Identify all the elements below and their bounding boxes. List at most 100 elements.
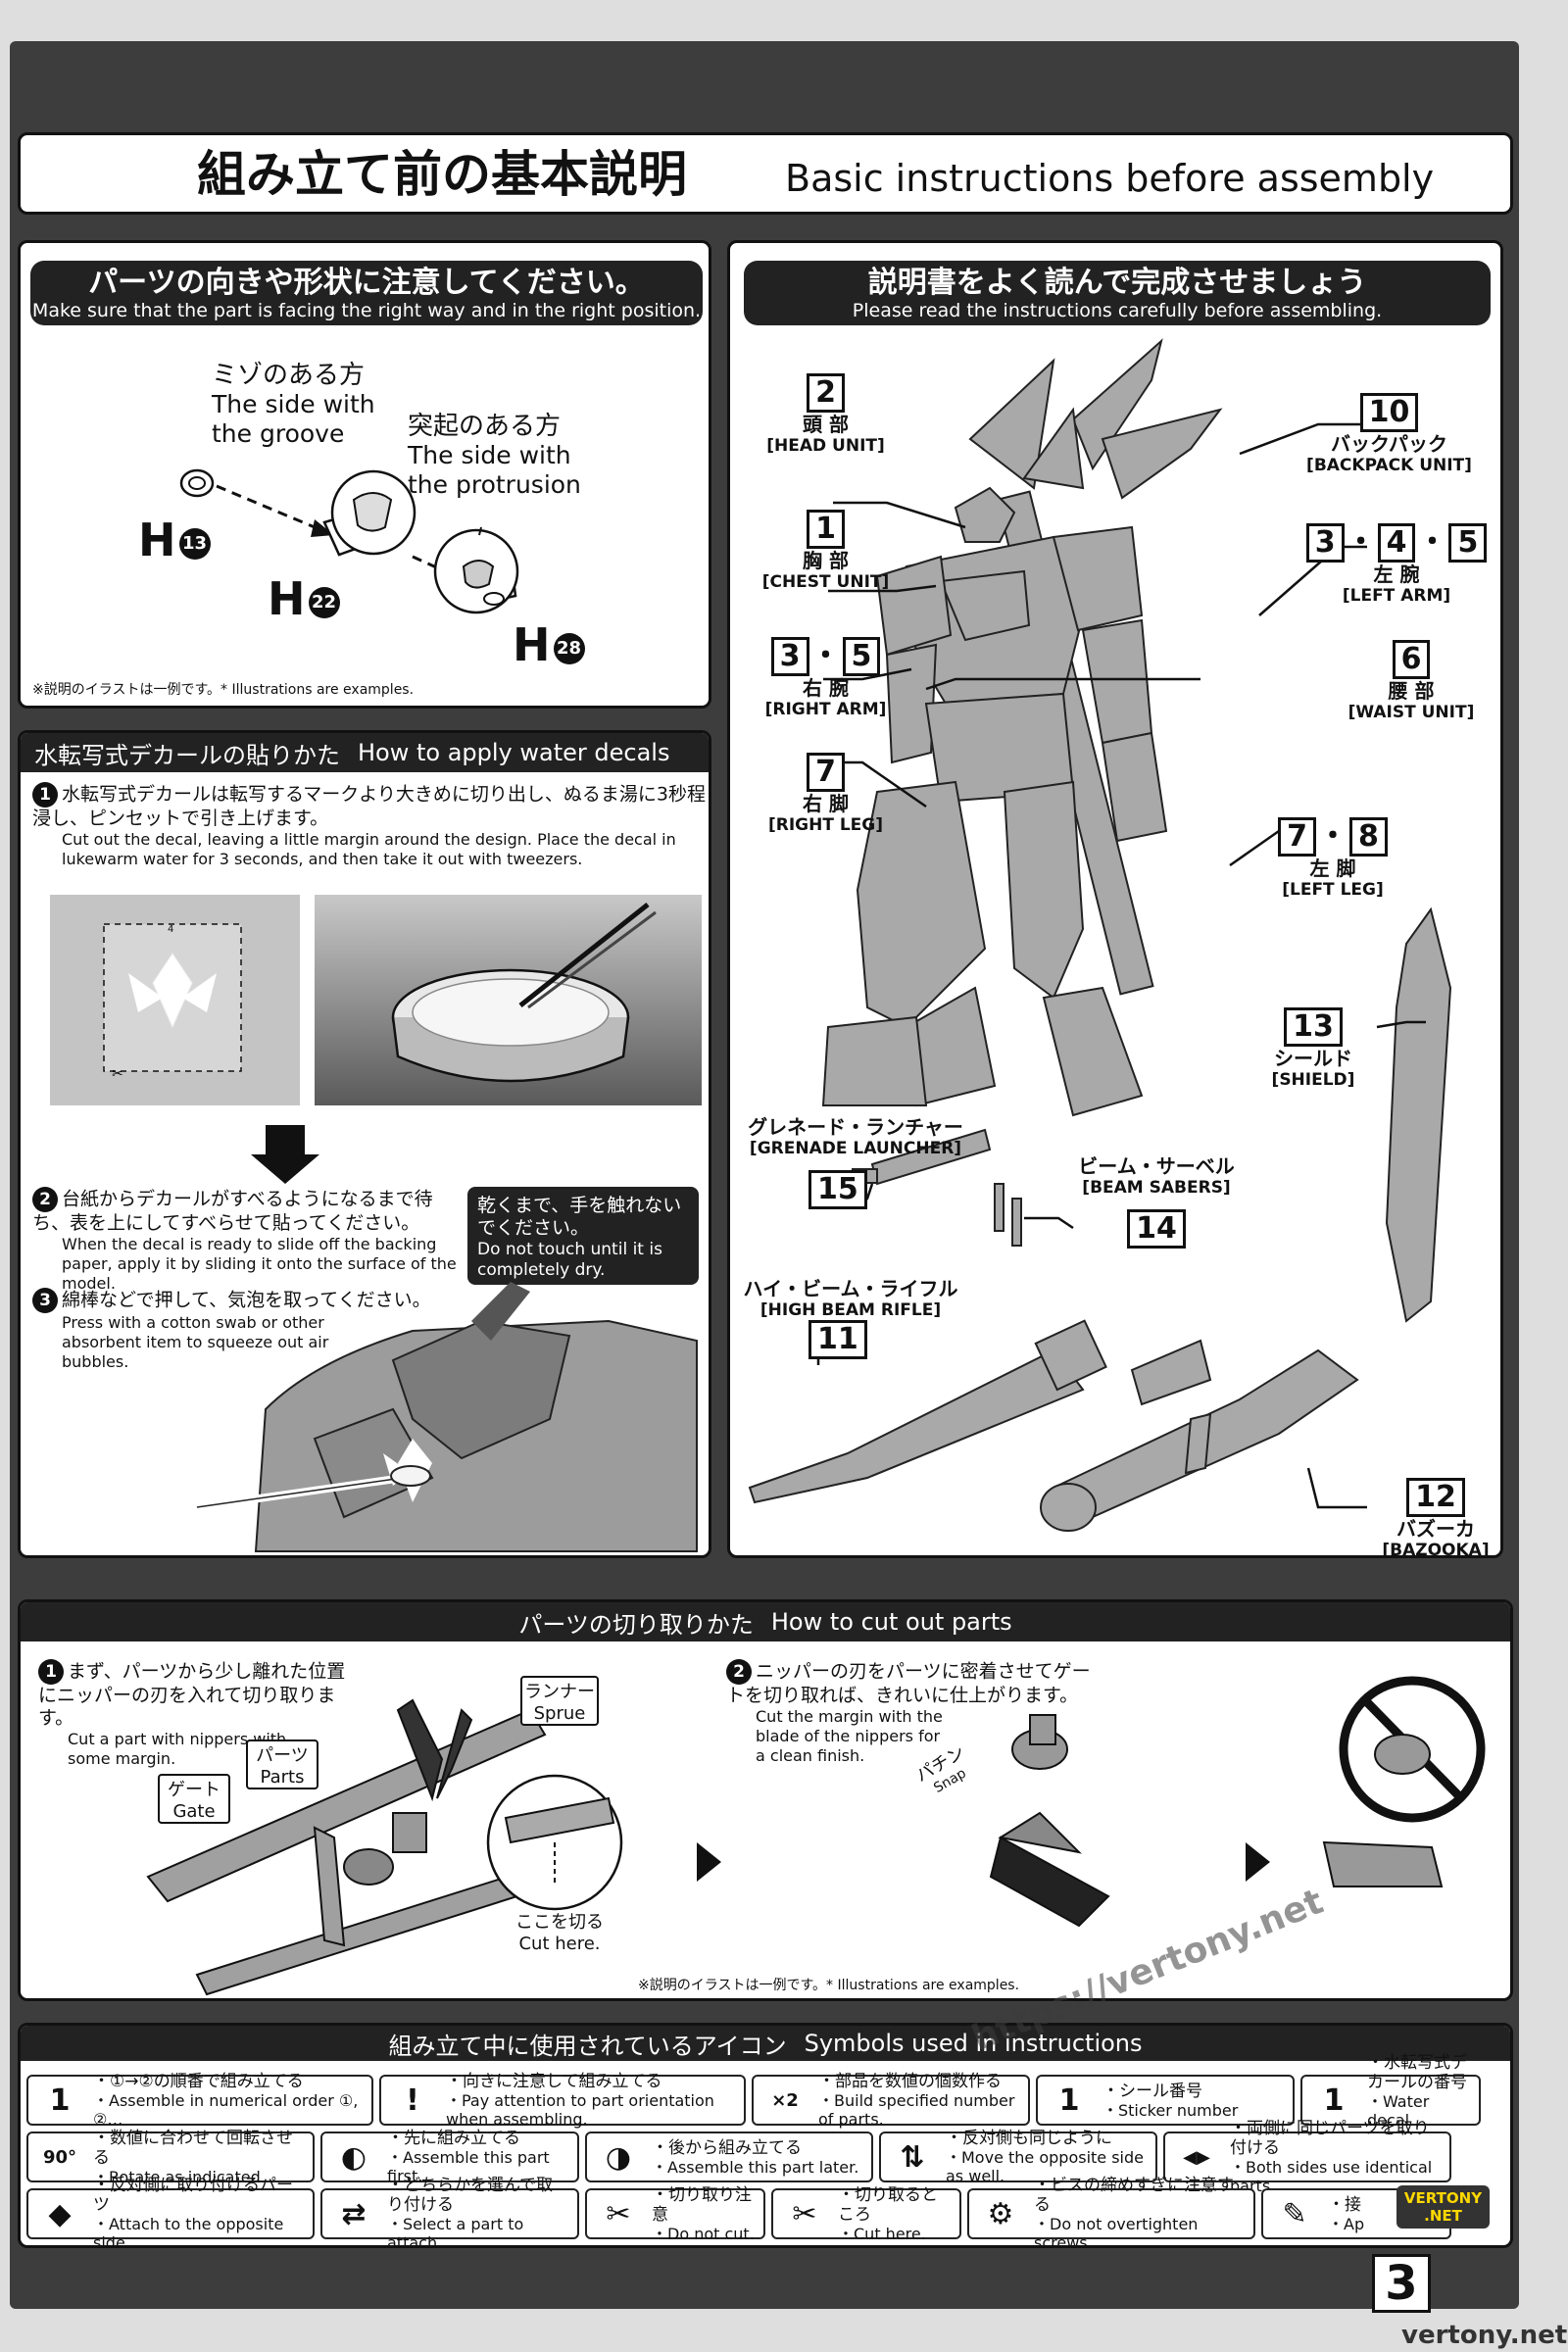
label-waist: 6 腰 部 [WAIST UNIT]	[1328, 640, 1494, 722]
label-right-leg-jp: 右 脚	[803, 792, 849, 815]
symbol-label-en: ・Rotate as indicated.	[93, 2167, 266, 2186]
quantity-icon: ×2	[771, 2089, 799, 2111]
rotate-icon: 90°	[42, 2146, 77, 2168]
opposite-side-icon: ⇅	[900, 2139, 925, 2175]
title-jp: 組み立て前の基本説明	[197, 146, 687, 203]
label-beam-sabers-num: 14	[1127, 1209, 1186, 1249]
watermark-badge: VERTONY .NET	[1396, 2185, 1490, 2229]
protrusion-label-jp: 突起のある方	[408, 412, 562, 441]
symbol-label-en: ・Move the opposite side as well.	[946, 2148, 1144, 2185]
label-high-beam-rifle: ハイ・ビーム・ライフル [HIGH BEAM RIFLE] 11	[738, 1277, 963, 1359]
label-left-leg-num2: 8	[1349, 817, 1388, 857]
label-left-arm-jp: 左 腕	[1373, 563, 1420, 586]
gate-label-en: Gate	[172, 1801, 216, 1822]
model-illustration	[748, 338, 1452, 1532]
cutting-header: パーツの切り取りかた How to cut out parts	[21, 1602, 1510, 1642]
runner-label: ランナー Sprue	[520, 1676, 599, 1726]
label-grenade-launcher-num: 15	[808, 1170, 867, 1209]
label-shield-num: 13	[1284, 1007, 1343, 1047]
symbol-attach-opposite: ◆・反対側に取り付けるパーツ・Attach to the opposite si…	[26, 2176, 315, 2245]
symbol-label-jp: ・ビスの締めすぎに注意する	[1034, 2176, 1234, 2215]
symbol-water-decal: 1・水転写式デカールの番号・Water decal number	[1300, 2053, 1481, 2148]
symbol-first: ◐・先に組み立てる・Assemble this part first.	[320, 2129, 579, 2185]
cut-here-label-jp: ここを切る	[515, 1912, 604, 1933]
model-panel: 説明書をよく読んで完成させましょう Please read the instru…	[727, 240, 1503, 1558]
symbol-opposite-side: ⇅・反対側も同じように・Move the opposite side as we…	[879, 2129, 1157, 2185]
decal-step-1-num: 1	[32, 782, 58, 808]
sticker-icon: 1	[1058, 2082, 1080, 2118]
symbol-label-en: ・Do not overtighten screws.	[1034, 2215, 1199, 2248]
cut-here-icon: ✂	[792, 2196, 817, 2231]
label-left-leg-jp: 左 脚	[1309, 857, 1356, 880]
decal-step-3-en: Press with a cotton swab or other absorb…	[62, 1313, 329, 1371]
symbol-label-jp: ・切り取るところ	[838, 2184, 938, 2225]
decal-step-3-jp: 綿棒などで押して、気泡を取ってください。	[62, 1289, 431, 1311]
groove-label-en2: the groove	[212, 419, 345, 448]
label-right-leg-en: [RIGHT LEG]	[767, 815, 884, 835]
decals-header: 水転写式デカールの貼りかた How to apply water decals	[21, 733, 709, 772]
label-chest-en: [CHEST UNIT]	[761, 572, 890, 592]
label-right-arm-jp: 右 腕	[803, 676, 849, 700]
symbol-label-jp: ・①→②の順番で組み立てる	[93, 2072, 304, 2091]
label-right-arm-en: [RIGHT ARM]	[764, 700, 887, 719]
protrusion-label: 突起のある方 The side with the protrusion	[408, 412, 581, 500]
groove-label: ミゾのある方 The side with the groove	[212, 361, 375, 449]
first-icon: ◐	[340, 2139, 368, 2175]
protrusion-label-en2: the protrusion	[408, 470, 581, 499]
decal-step-2-num: 2	[32, 1187, 58, 1212]
footer-url: vertony.net	[1401, 2321, 1568, 2350]
symbols-panel: 組み立て中に使用されているアイコン Symbols used in instru…	[18, 2023, 1513, 2248]
symbol-rotate: 90°・数値に合わせて回転させる・Rotate as indicated.	[26, 2129, 315, 2186]
label-right-arm: 3・5 右 腕 [RIGHT ARM]	[750, 631, 902, 719]
symbol-label-jp: ・反対側に取り付けるパーツ	[93, 2176, 293, 2215]
symbol-label-en: ・Assemble this part later.	[652, 2157, 859, 2177]
label-left-arm-num2: 4	[1377, 523, 1416, 563]
orientation-header-jp: パーツの向きや形状に注意してください。	[88, 266, 645, 300]
label-right-arm-num2: 5	[842, 637, 881, 676]
select-part-icon: ⇄	[341, 2196, 367, 2231]
symbol-label-jp: ・シール番号	[1102, 2081, 1202, 2101]
runner-label-en: Sprue	[533, 1703, 586, 1724]
symbol-label-en: ・Select a part to attach.	[387, 2215, 524, 2248]
label-bazooka-jp: バズーカ	[1396, 1517, 1475, 1541]
symbol-select-part: ⇄ ・どちらかを選んで取り付ける・Select a part to attach.	[320, 2176, 579, 2245]
symbol-attention: !・向きに注意して組み立てる・Pay attention to part ori…	[379, 2072, 746, 2129]
part-h22-num: 22	[308, 586, 340, 618]
symbol-label-en: ・Ap	[1328, 2214, 1365, 2233]
parts-label-en: Parts	[260, 1767, 305, 1788]
title-en: Basic instructions before assembly	[785, 157, 1435, 200]
label-left-leg-num1: 7	[1278, 817, 1316, 857]
symbol-cut-here: ✂ ・切り取るところ・Cut here.	[771, 2184, 961, 2243]
model-header-jp: 説明書をよく読んで完成させましょう	[867, 266, 1367, 300]
decal-step-1-en: Cut out the decal, leaving a little marg…	[62, 830, 676, 868]
label-high-beam-rifle-num: 11	[808, 1320, 867, 1359]
decal-warning-jp: 乾くまで、手を触れないでください。	[477, 1195, 682, 1239]
cut-step-2-num: 2	[726, 1659, 752, 1685]
symbol-both-sides: ◀▶・両側に同じパーツを取り付ける・Both sides use identic…	[1163, 2119, 1451, 2195]
symbol-label-jp: ・どちらかを選んで取り付ける	[387, 2176, 554, 2215]
symbol-screw: ⚙・ビスの締めすぎに注意する・Do not overtighten screws…	[967, 2176, 1255, 2245]
cutting-illustration	[146, 1676, 1486, 1996]
label-chest-num: 1	[807, 510, 845, 549]
label-beam-sabers: ビーム・サーベル [BEAM SABERS] 14	[1054, 1154, 1259, 1249]
cut-step-1-jp: まず、パーツから少し離れた位置にニッパーの刃を入れて切り取ります。	[38, 1660, 346, 1730]
label-shield: 13 シールド [SHIELD]	[1240, 1007, 1387, 1090]
cutting-header-en: How to cut out parts	[770, 1608, 1012, 1636]
symbol-label-en: ・Assemble this part first.	[387, 2148, 550, 2185]
cut-step-2-jp: ニッパーの刃をパーツに密着させてゲートを切り取れば、きれいに仕上がります。	[726, 1660, 1091, 1707]
label-left-arm-num3: 5	[1448, 523, 1488, 563]
label-bazooka-num: 12	[1406, 1478, 1465, 1517]
decal-step-2-jp: 台紙からデカールがすべるようになるまで待ち、表を上にしてすべらせて貼ってください…	[32, 1188, 433, 1235]
label-beam-sabers-en: [BEAM SABERS]	[1082, 1178, 1231, 1198]
glue-icon: ✎	[1282, 2196, 1307, 2231]
label-backpack-jp: バックパック	[1331, 432, 1447, 456]
cut-here-label: ここを切る Cut here.	[515, 1908, 604, 1954]
model-header: 説明書をよく読んで完成させましょう Please read the instru…	[744, 261, 1491, 325]
attach-opposite-icon: ◆	[48, 2196, 72, 2231]
symbol-label-en: ・Cut here.	[838, 2224, 926, 2243]
